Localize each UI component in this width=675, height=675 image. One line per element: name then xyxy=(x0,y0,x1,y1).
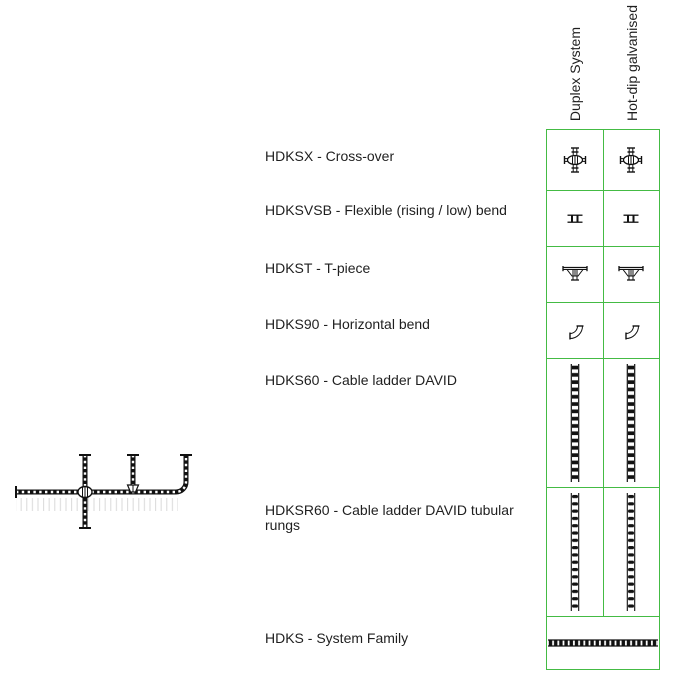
column-header-duplex-system: Duplex System xyxy=(546,0,603,126)
table-row xyxy=(547,246,659,302)
t-piece-icon xyxy=(562,266,588,283)
table-row xyxy=(547,130,659,190)
matrix-cell xyxy=(547,130,603,190)
matrix-cell xyxy=(547,247,603,302)
matrix-cell xyxy=(602,359,660,487)
matrix-cell xyxy=(602,303,660,358)
matrix-cell xyxy=(602,488,660,616)
product-matrix-table xyxy=(546,129,660,670)
matrix-cell xyxy=(602,247,660,302)
row-label-hdks60: HDKS60 - Cable ladder DAVID xyxy=(265,372,457,388)
cable-ladder-icon xyxy=(570,364,580,482)
column-header-hot-dip-galvanised: Hot-dip galvanised xyxy=(603,0,660,126)
matrix-cell xyxy=(547,303,603,358)
table-row xyxy=(547,358,659,487)
crossover-icon xyxy=(563,145,587,175)
row-label-hdks: HDKS - System Family xyxy=(265,630,409,646)
row-label-hdksr60: HDKSR60 - Cable ladder DAVID tubular run… xyxy=(265,502,514,533)
flexible-bend-icon xyxy=(567,214,583,224)
matrix-cell xyxy=(602,191,660,246)
crossover-icon xyxy=(619,145,643,175)
t-piece-icon xyxy=(618,266,644,283)
cable-ladder-tubular-rungs-icon xyxy=(570,493,580,611)
flexible-bend-icon xyxy=(623,214,639,224)
matrix-cell xyxy=(602,130,660,190)
row-label-hdks90: HDKS90 - Horizontal bend xyxy=(265,316,430,332)
row-label-hdkst: HDKST - T-piece xyxy=(265,260,371,276)
cable-ladder-tubular-rungs-icon xyxy=(626,493,636,611)
rung-shadow-hatch xyxy=(16,498,178,511)
row-label-hdksvsb: HDKSVSB - Flexible (rising / low) bend xyxy=(265,202,507,218)
cable-ladder-icon xyxy=(626,364,636,482)
horizontal-bend-icon xyxy=(622,322,640,340)
matrix-cell xyxy=(547,488,603,616)
horizontal-bend-icon xyxy=(566,322,584,340)
matrix-cell xyxy=(547,359,603,487)
column-header-label: Duplex System xyxy=(566,26,583,121)
matrix-cell xyxy=(547,191,603,246)
table-row xyxy=(547,190,659,246)
table-row-merged xyxy=(547,616,659,669)
column-header-label: Hot-dip galvanised xyxy=(623,5,640,121)
cable-ladder-plan-drawing xyxy=(15,454,192,529)
system-family-ladder-icon xyxy=(548,639,658,647)
matrix-cell-merged xyxy=(547,617,659,669)
row-label-hdksx: HDKSX - Cross-over xyxy=(265,148,395,164)
table-row xyxy=(547,302,659,358)
table-row xyxy=(547,487,659,616)
